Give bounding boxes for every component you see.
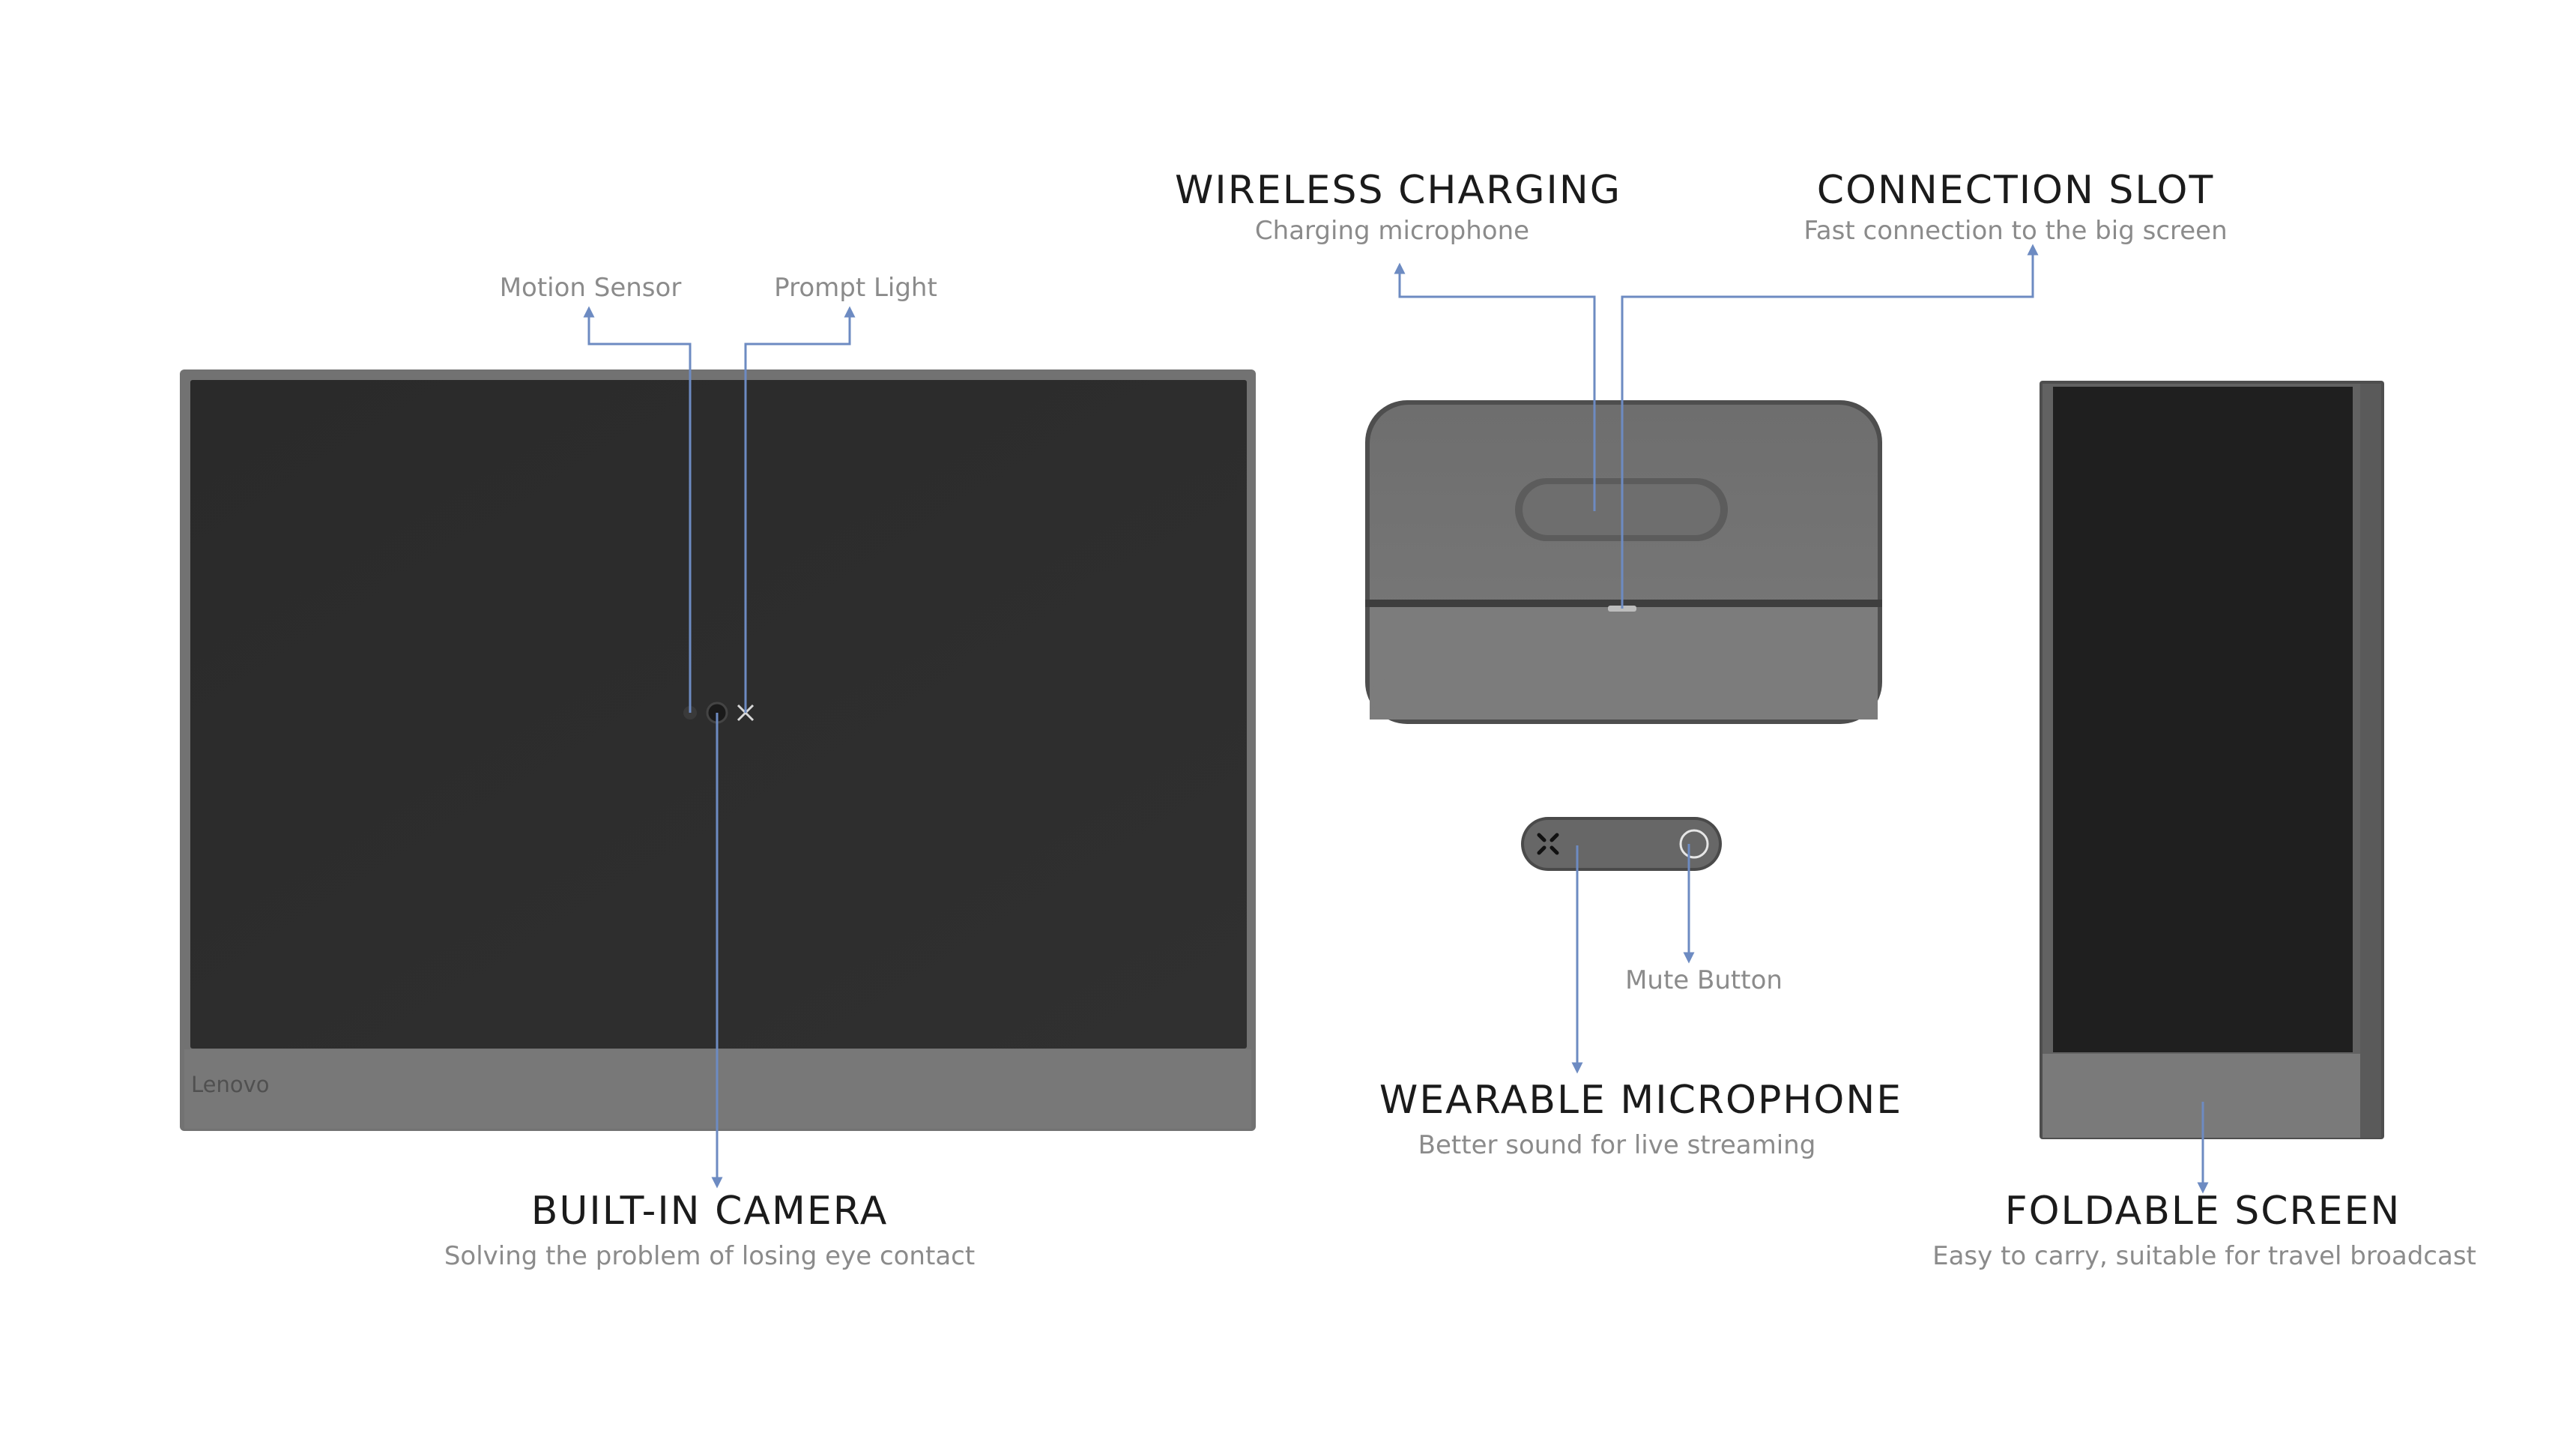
subtitle-foldable-screen: Easy to carry, suitable for travel broad…: [1932, 1241, 2476, 1271]
monitor-brand-logo: Lenovo: [191, 1072, 270, 1097]
title-wireless-charging: WIRELESS CHARGING: [1174, 168, 1622, 213]
leader-prompt-light: [744, 306, 856, 713]
title-wearable-microphone: WEARABLE MICROPHONE: [1379, 1078, 1903, 1123]
charging-dock: [1365, 400, 1882, 724]
foldable-display: [2053, 387, 2353, 1052]
mute-button-icon: [1679, 829, 1709, 859]
leader-connection-slot: [1621, 244, 2039, 609]
leader-motion-sensor: [583, 306, 692, 713]
label-motion-sensor: Motion Sensor: [499, 273, 682, 303]
wearable-microphone: [1521, 817, 1722, 871]
leader-wireless-charging: [1394, 262, 1596, 511]
foldable-screen-device: [2040, 381, 2384, 1139]
label-prompt-light: Prompt Light: [774, 273, 937, 303]
subtitle-built-in-camera: Solving the problem of losing eye contac…: [444, 1241, 976, 1271]
subtitle-wearable-microphone: Better sound for live streaming: [1418, 1130, 1816, 1160]
subtitle-wireless-charging: Charging microphone: [1254, 216, 1530, 246]
subtitle-connection-slot: Fast connection to the big screen: [1803, 216, 2228, 246]
mic-grille-icon: [1537, 833, 1559, 855]
leader-lines: [583, 244, 2209, 1194]
title-foldable-screen: FOLDABLE SCREEN: [2004, 1189, 2401, 1234]
title-built-in-camera: BUILT-IN CAMERA: [530, 1189, 889, 1234]
title-connection-slot: CONNECTION SLOT: [1816, 168, 2215, 213]
label-mute-button: Mute Button: [1625, 965, 1783, 995]
